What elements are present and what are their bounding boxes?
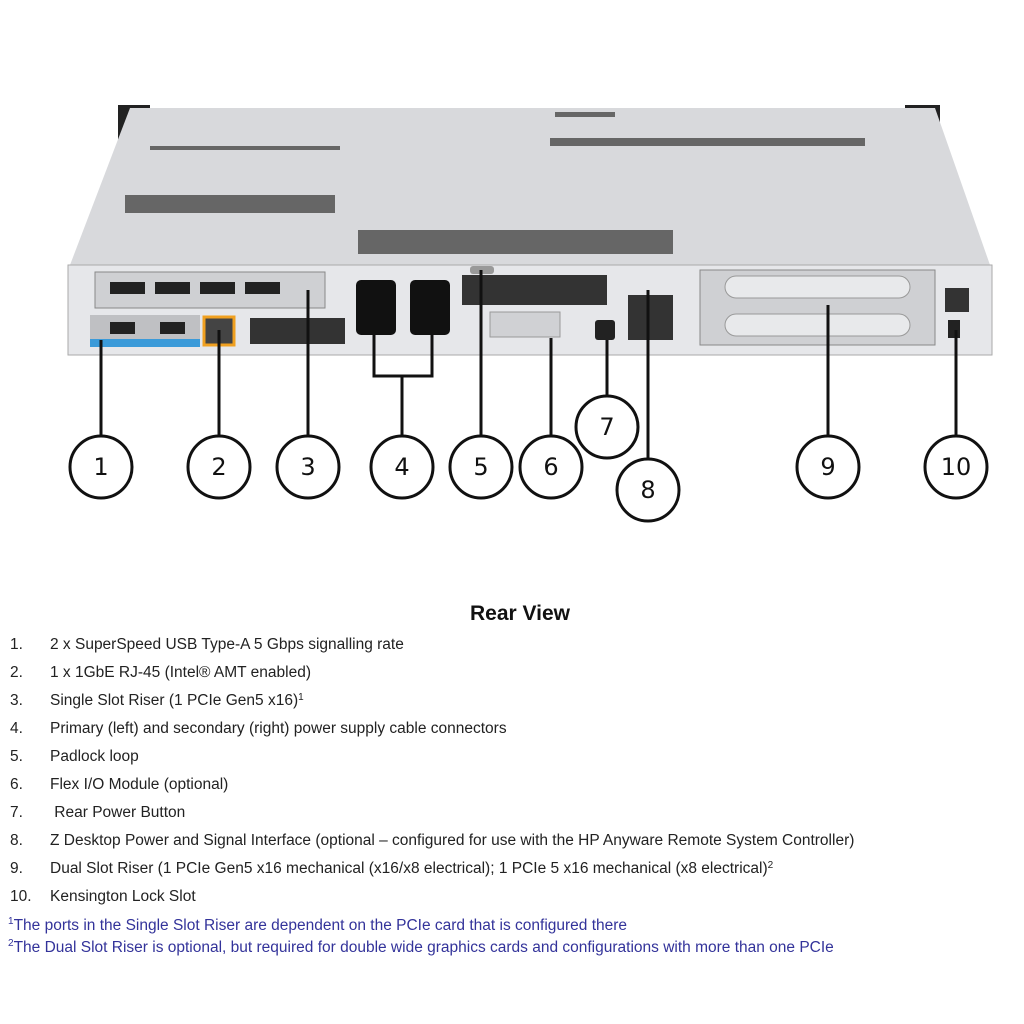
item-number: 1. — [10, 636, 23, 653]
callout-6: 6 — [518, 434, 584, 500]
item-text: Z Desktop Power and Signal Interface (op… — [50, 832, 855, 849]
footnote-1: 1The ports in the Single Slot Riser are … — [8, 916, 627, 935]
psu-connector-secondary — [410, 280, 450, 335]
usb-port — [110, 322, 135, 334]
item-number: 7. — [10, 804, 23, 821]
top-vents — [125, 112, 865, 254]
legend-item: 6. Flex I/O Module (optional) — [10, 776, 854, 804]
vent-grid — [945, 288, 969, 312]
item-number: 10. — [10, 888, 32, 905]
item-text: Kensington Lock Slot — [50, 888, 196, 905]
vent-grid — [250, 318, 345, 344]
power-signal-interface — [628, 295, 673, 340]
item-text: Padlock loop — [50, 748, 139, 765]
legend-item: 4. Primary (left) and secondary (right) p… — [10, 720, 854, 748]
svg-text:1: 1 — [93, 453, 108, 481]
section-title: Rear View — [469, 602, 570, 625]
callout-1: 1 — [68, 434, 134, 500]
callout-8: 8 — [615, 457, 681, 523]
callout-10: 10 — [923, 434, 989, 500]
legend-item: 9. Dual Slot Riser (1 PCIe Gen5 x16 mecha… — [10, 860, 854, 888]
callout-7: 7 — [574, 394, 640, 460]
callout-9: 9 — [795, 434, 861, 500]
callout-4: 4 — [369, 434, 435, 500]
item-number: 8. — [10, 832, 23, 849]
legend-item: 3. Single Slot Riser (1 PCIe Gen5 x16)1 — [10, 692, 854, 720]
footnote-text: The Dual Slot Riser is optional, but req… — [13, 939, 834, 957]
svg-text:10: 10 — [941, 453, 972, 481]
flex-io-module — [489, 311, 561, 338]
kensington-slot — [948, 320, 960, 338]
legend-item: 8. Z Desktop Power and Signal Interface (… — [10, 832, 854, 860]
svg-text:7: 7 — [599, 413, 614, 441]
item-number: 5. — [10, 748, 23, 765]
item-text: Flex I/O Module (optional) — [50, 776, 229, 793]
svg-text:3: 3 — [300, 453, 315, 481]
svg-text:8: 8 — [640, 476, 655, 504]
leader-lines — [99, 270, 958, 459]
item-number: 6. — [10, 776, 23, 793]
legend-item: 2. 1 x 1GbE RJ-45 (Intel® AMT enabled) — [10, 664, 854, 692]
svg-text:6: 6 — [543, 453, 558, 481]
svg-text:5: 5 — [473, 453, 488, 481]
psu-connector-primary — [356, 280, 396, 335]
callout-5: 5 — [448, 434, 514, 500]
svg-text:9: 9 — [820, 453, 835, 481]
item-text: Primary (left) and secondary (right) pow… — [50, 720, 507, 737]
legend-item: 7. Rear Power Button — [10, 804, 854, 832]
footnote-ref: 2 — [767, 860, 774, 871]
item-text: Dual Slot Riser (1 PCIe Gen5 x16 mechani… — [50, 860, 768, 877]
item-number: 9. — [10, 860, 23, 877]
item-text: Rear Power Button — [50, 804, 186, 821]
item-text: 1 x 1GbE RJ-45 (Intel® AMT enabled) — [50, 664, 311, 681]
rear-power-button — [595, 320, 615, 340]
vent-grid — [462, 275, 607, 305]
callout-3: 3 — [275, 434, 341, 500]
item-number: 3. — [10, 692, 23, 709]
usb-strip — [90, 339, 200, 347]
item-number: 4. — [10, 720, 23, 737]
item-text: 2 x SuperSpeed USB Type-A 5 Gbps signall… — [50, 636, 404, 653]
svg-text:2: 2 — [211, 453, 226, 481]
footnote-ref: 1 — [298, 692, 304, 703]
server-rear-diagram: 1 2 3 4 5 6 7 8 9 10 — [67, 105, 993, 523]
footnote-mark: 1 — [8, 916, 14, 927]
item-text: Single Slot Riser (1 PCIe Gen5 x16) — [50, 692, 299, 709]
usb-port — [160, 322, 185, 334]
legend-list: 1. 2 x SuperSpeed USB Type-A 5 Gbps signa… — [10, 636, 854, 916]
legend-item: 5. Padlock loop — [10, 748, 854, 776]
footnote-2: 2The Dual Slot Riser is optional, but re… — [8, 938, 834, 957]
legend-item: 1. 2 x SuperSpeed USB Type-A 5 Gbps signa… — [10, 636, 854, 664]
footnote-text: The ports in the Single Slot Riser are d… — [13, 917, 628, 935]
item-number: 2. — [10, 664, 23, 681]
legend-item: 10. Kensington Lock Slot — [10, 888, 854, 916]
footnote-mark: 2 — [8, 938, 14, 949]
callout-2: 2 — [186, 434, 252, 500]
svg-text:4: 4 — [394, 453, 409, 481]
